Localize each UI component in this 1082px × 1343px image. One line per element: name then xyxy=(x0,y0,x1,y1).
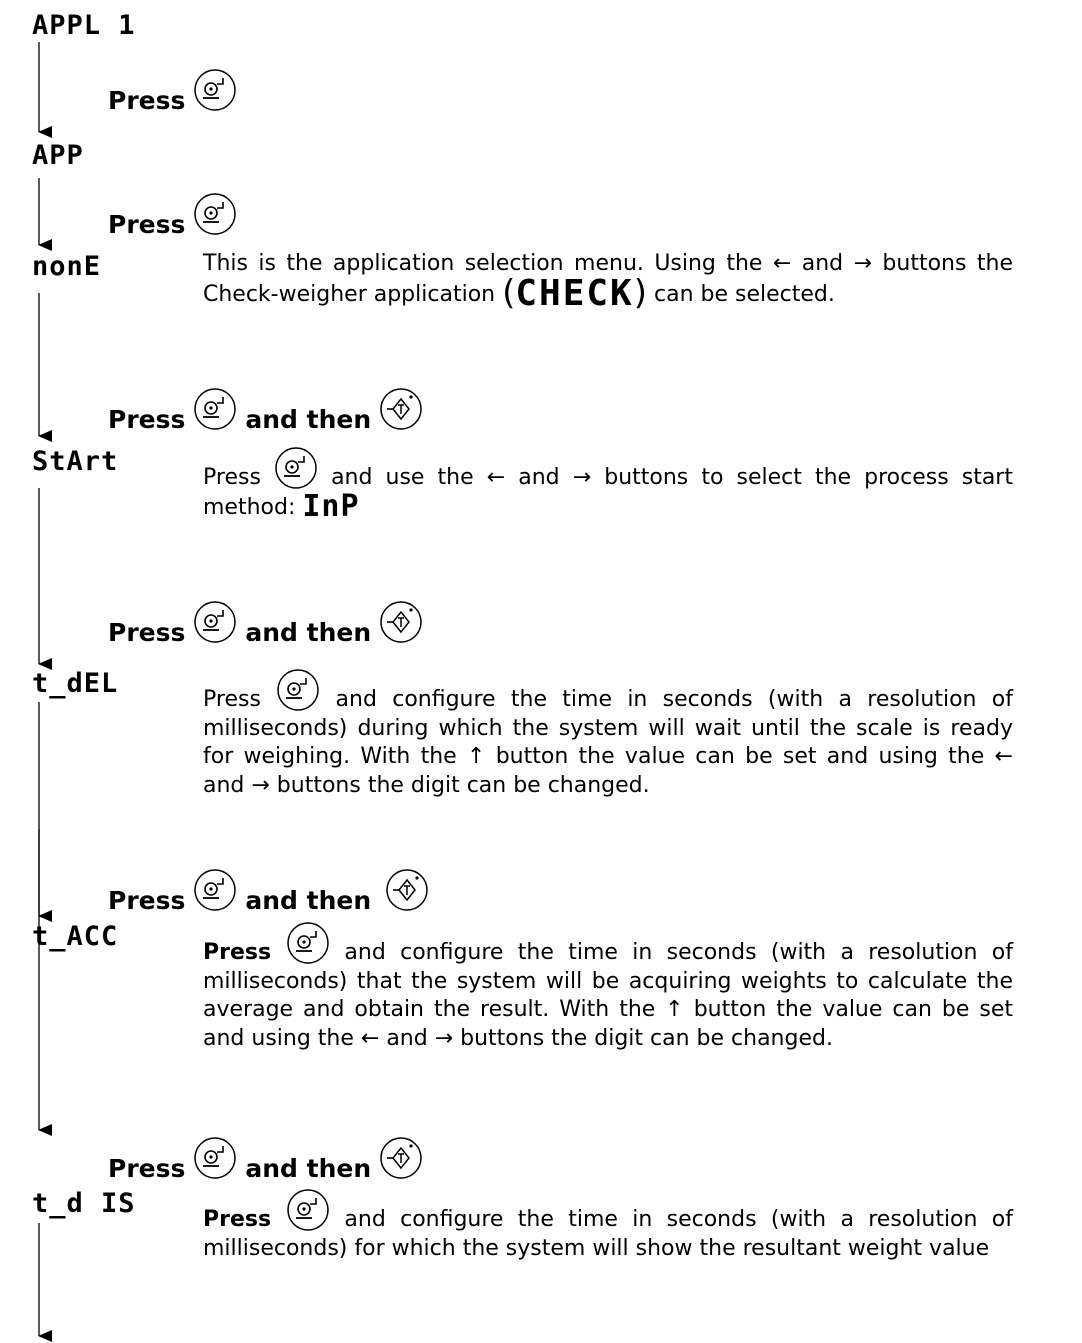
display-none: nonE xyxy=(32,251,102,282)
desc-text: and configure the time in seconds (with … xyxy=(203,687,1013,798)
desc-start: Press and use the ← and → buttons to sel… xyxy=(203,446,1013,522)
desc-none: This is the application selection menu. … xyxy=(203,250,1013,311)
press-row-2: Press xyxy=(108,193,237,252)
display-t-del: t_dEL xyxy=(32,668,119,699)
desc-text: Press xyxy=(203,687,277,712)
press-row-3: Press and then xyxy=(108,388,423,447)
desc-t-dis: Press and configure the time in seconds … xyxy=(203,1188,1013,1263)
and-then-label: and then xyxy=(245,1153,372,1183)
desc-t-del: Press and configure the time in seconds … xyxy=(203,668,1013,800)
enter-key-icon xyxy=(194,193,237,235)
paren-open: ( xyxy=(502,272,516,313)
enter-key-icon xyxy=(194,388,237,430)
press-label: Press xyxy=(108,209,186,239)
desc-t-acc: Press and configure the time in seconds … xyxy=(203,921,1013,1053)
paren-close: ) xyxy=(633,272,647,313)
desc-text: can be selected. xyxy=(647,281,835,307)
press-label: Press xyxy=(108,1153,186,1183)
tare-key-icon xyxy=(380,388,422,430)
desc-display-code: InP xyxy=(302,488,360,524)
and-then-label: and then xyxy=(245,404,372,434)
press-label: Press xyxy=(108,85,186,115)
enter-key-icon xyxy=(194,1137,237,1179)
display-start: StArt xyxy=(32,446,119,477)
desc-display-code: CHECK xyxy=(515,272,634,314)
desc-text: This is the application selection menu. … xyxy=(203,251,1013,307)
and-then-label: and then xyxy=(245,617,372,647)
enter-key-icon xyxy=(194,601,237,643)
press-label: Press xyxy=(108,617,186,647)
press-label: Press xyxy=(108,885,186,915)
enter-key-icon xyxy=(194,69,237,111)
enter-key-icon xyxy=(275,447,317,489)
display-app: APP xyxy=(32,140,84,171)
desc-press-bold: Press xyxy=(203,940,287,965)
desc-text: Press xyxy=(203,465,274,490)
press-row-6: Press and then xyxy=(108,1137,423,1196)
press-label: Press xyxy=(108,404,186,434)
desc-text: and use the ← and → buttons to select th… xyxy=(203,465,1013,520)
press-row-1: Press xyxy=(108,69,237,128)
display-t-dis: t_d IS xyxy=(32,1188,136,1219)
tare-key-icon xyxy=(380,601,422,643)
press-row-4: Press and then xyxy=(108,601,423,660)
and-then-label: and then xyxy=(245,885,372,915)
display-t-acc: t_ACC xyxy=(32,921,119,952)
enter-key-icon xyxy=(194,869,237,911)
desc-text: and configure the time in seconds (with … xyxy=(203,1207,1013,1261)
tare-key-icon xyxy=(380,1137,422,1179)
desc-press-bold: Press xyxy=(203,1207,287,1232)
desc-text: and configure the time in seconds (with … xyxy=(203,940,1013,1051)
enter-key-icon xyxy=(287,922,329,964)
display-appl1: APPL 1 xyxy=(32,10,136,41)
enter-key-icon xyxy=(287,1189,329,1231)
tare-key-icon xyxy=(386,869,428,911)
press-row-5: Press and then xyxy=(108,869,429,928)
enter-key-icon xyxy=(277,669,319,711)
